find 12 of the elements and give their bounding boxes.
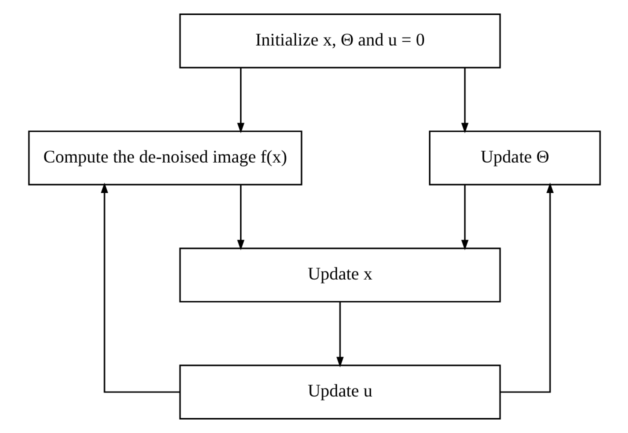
arrow — [460, 68, 468, 134]
arrow — [460, 185, 468, 250]
arrow — [236, 68, 244, 134]
node-box: Update x — [178, 248, 500, 302]
node-box: Update u — [178, 364, 500, 420]
arrow — [500, 182, 554, 393]
arrow — [100, 182, 180, 393]
node-box: Update Θ — [428, 130, 600, 186]
node-box: Compute the de-noised image f(x) — [28, 130, 302, 186]
arrow — [336, 302, 344, 368]
node-box: Initialize x, Θ and u = 0 — [178, 14, 500, 68]
arrow — [236, 185, 244, 250]
